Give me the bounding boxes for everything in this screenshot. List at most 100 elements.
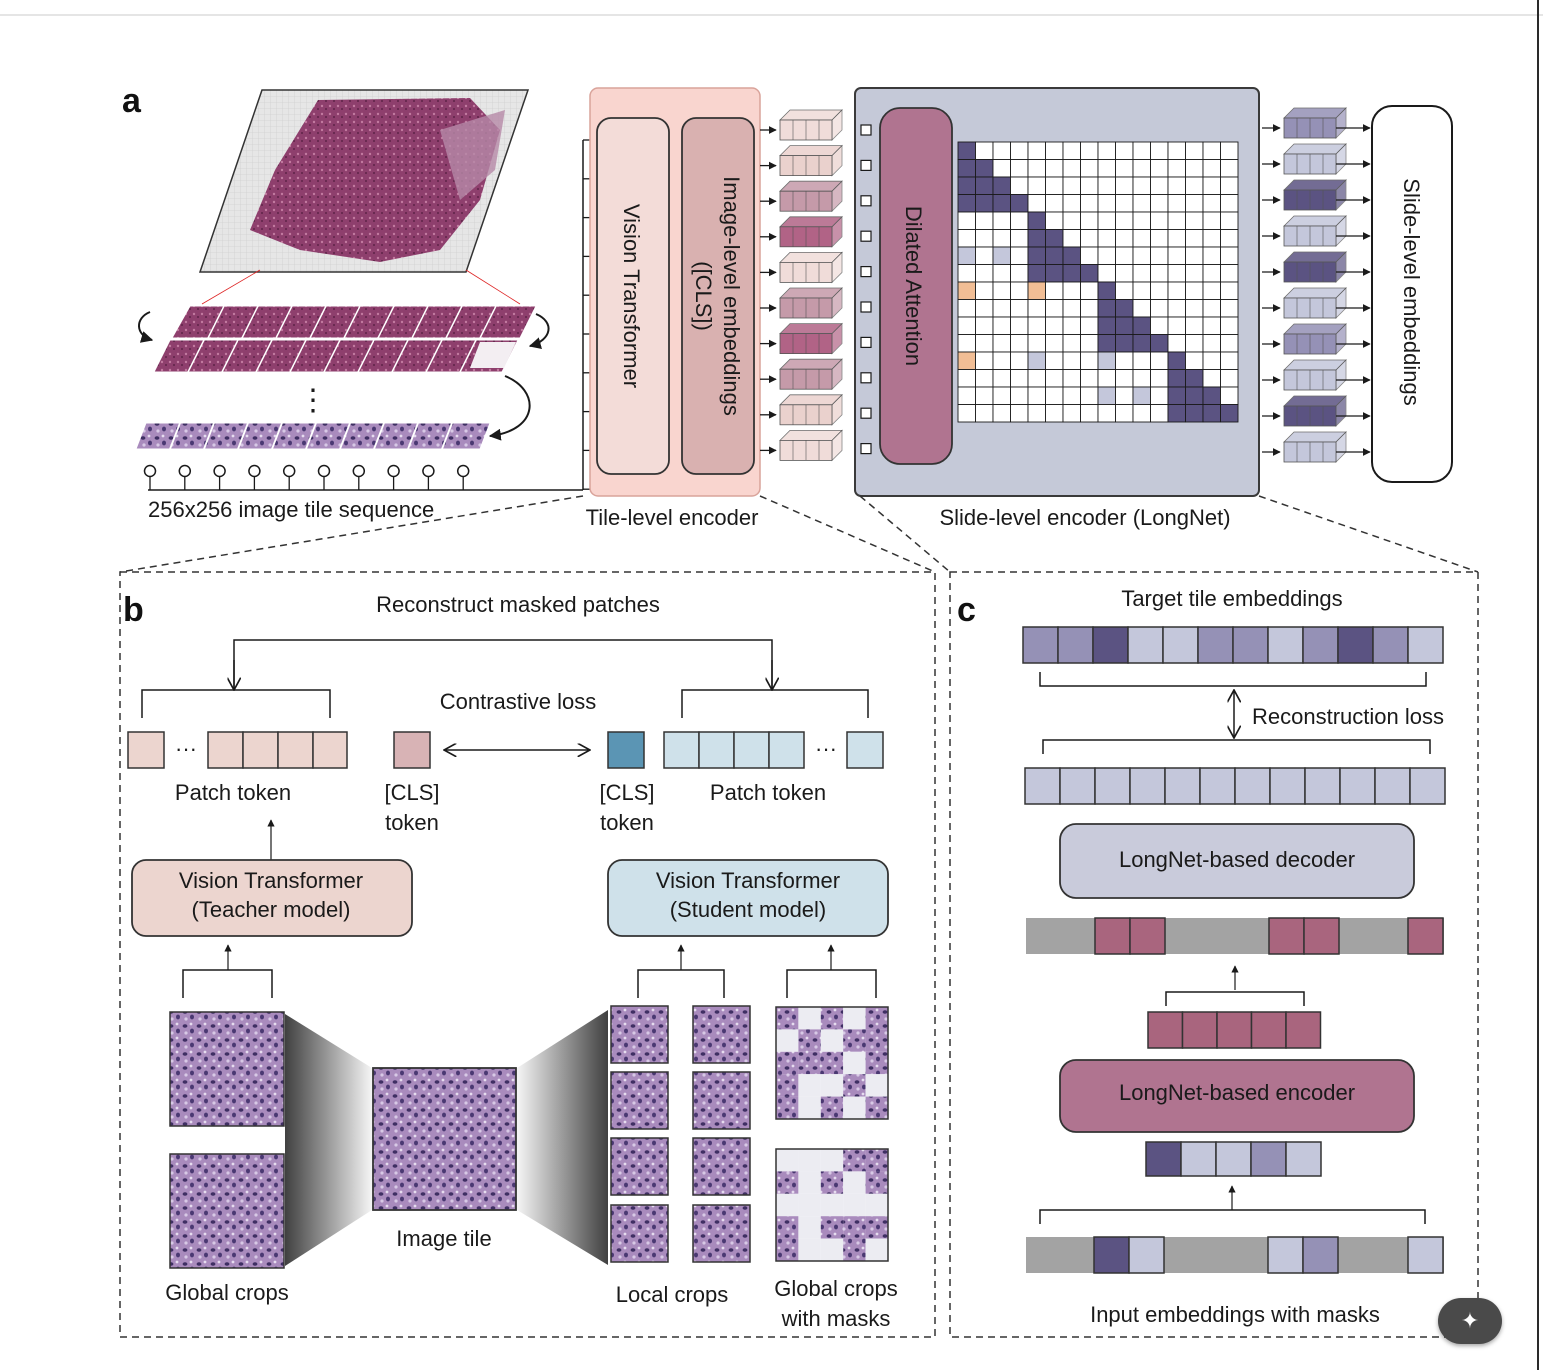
visible-patch: [776, 1074, 799, 1097]
tile-embedding-stack: [779, 180, 843, 213]
stack-top: [779, 216, 843, 228]
stack-top: [1283, 287, 1347, 299]
attention-cell: [1185, 211, 1204, 230]
attention-cell: [992, 141, 1011, 160]
image-tile: [372, 1067, 517, 1211]
tile-pin-head: [317, 464, 331, 478]
slide-input-port: [860, 372, 872, 384]
visible-patch: [865, 1096, 888, 1119]
encoder-output-cell: [1216, 1011, 1253, 1049]
attention-cell: [1202, 229, 1221, 248]
tile-pin-head: [213, 464, 226, 478]
longnet-decoder-box: LongNet-based decoder: [1059, 823, 1415, 899]
attention-cell: [1045, 281, 1064, 300]
attention-cell: [957, 316, 976, 335]
mask-patch: [843, 1051, 866, 1075]
attention-cell: [1080, 211, 1099, 230]
attention-cell: [1202, 404, 1221, 423]
tile-embedding-stack: [779, 215, 843, 248]
attention-cell: [1080, 176, 1099, 195]
attention-cell: [1045, 194, 1064, 213]
attention-cell: [957, 246, 976, 265]
visible-patch: [798, 1051, 821, 1075]
attention-cell: [1062, 159, 1081, 178]
encoder-input-cell: [1285, 1141, 1322, 1177]
attention-cell: [1010, 316, 1029, 335]
target-embedding-cell: [1022, 626, 1059, 664]
attention-cell: [1097, 316, 1116, 335]
attention-cell: [975, 159, 994, 178]
attention-cell: [1097, 369, 1116, 388]
attention-cell: [1202, 211, 1221, 230]
attention-cell: [975, 229, 994, 248]
global-crops-bracket: [182, 969, 273, 998]
magic-wand-button[interactable]: ✦: [1438, 1298, 1502, 1344]
masked-input-visible-cell: [1302, 1236, 1339, 1274]
attention-cell: [975, 334, 994, 353]
target-embedding-cell: [1372, 626, 1409, 664]
global-crop-1: [169, 1011, 285, 1127]
encoder-input-row: [1145, 1141, 1322, 1177]
attention-cell: [975, 194, 994, 213]
attention-cell: [992, 159, 1011, 178]
mask-patch: [798, 1216, 821, 1239]
teacher-patch-token-label: Patch token: [175, 780, 291, 805]
image-tile-label: Image tile: [396, 1226, 491, 1251]
decoded-embedding-cell: [1339, 767, 1376, 805]
masked-crop: [775, 1148, 889, 1262]
student-model-box: Vision Transformer (Student model): [607, 859, 889, 937]
tile-level-encoder: Vision Transformer Image-level embedding…: [589, 87, 761, 497]
tile-sequence-pins: [143, 464, 470, 490]
decoded-embedding-cell: [1269, 767, 1306, 805]
attention-cell: [957, 351, 976, 370]
tile-row-2: [153, 339, 519, 373]
attention-cell: [1185, 369, 1204, 388]
attention-cell: [975, 211, 994, 230]
attention-cell: [1080, 334, 1099, 353]
target-embedding-cell: [1127, 626, 1164, 664]
attention-cell: [1150, 246, 1169, 265]
slide-level-embeddings-label: Slide-level embeddings: [1399, 178, 1424, 405]
mask-patch: [798, 1238, 821, 1261]
attention-cell: [957, 334, 976, 353]
attention-cell: [1045, 246, 1064, 265]
attention-cell: [992, 334, 1011, 353]
attention-cell: [975, 176, 994, 195]
slide-input-port: [860, 124, 872, 136]
stack-top: [779, 145, 843, 157]
attention-cell: [1150, 141, 1169, 160]
visible-patch: [843, 1029, 866, 1052]
attention-cell: [1202, 246, 1221, 265]
attention-cell: [1202, 264, 1221, 283]
visible-patch: [776, 1051, 799, 1075]
attention-cell: [992, 369, 1011, 388]
mask-patch: [798, 1096, 821, 1119]
masked-crop-border: [775, 1006, 889, 1120]
decoded-bracket: [1042, 739, 1431, 754]
attention-cell: [1010, 141, 1029, 160]
decoder-input-row: [1026, 917, 1444, 955]
attention-cell: [1202, 386, 1221, 405]
attention-cell: [1045, 316, 1064, 335]
mask-patch: [776, 1149, 799, 1172]
attention-cell: [1220, 281, 1239, 300]
attention-cell: [1185, 141, 1204, 160]
attention-cell: [1185, 281, 1204, 300]
attention-cell: [1080, 194, 1099, 213]
attention-cell: [1150, 316, 1169, 335]
mask-patch: [798, 1149, 821, 1172]
attention-cell: [1027, 159, 1046, 178]
attention-cell: [1097, 229, 1116, 248]
tile-pin-head: [143, 464, 157, 478]
attention-cell: [1027, 316, 1046, 335]
slide-input-port: [860, 195, 872, 207]
local-crops-label: Local crops: [616, 1282, 729, 1307]
local-crop: [610, 1137, 669, 1196]
curved-arrow-right-2: [488, 375, 531, 441]
attention-cell: [1045, 211, 1064, 230]
mask-patch: [843, 1096, 866, 1119]
stack-top: [1283, 395, 1347, 407]
attention-cell: [1010, 386, 1029, 405]
reconstruction-loss-label: Reconstruction loss: [1252, 704, 1444, 729]
